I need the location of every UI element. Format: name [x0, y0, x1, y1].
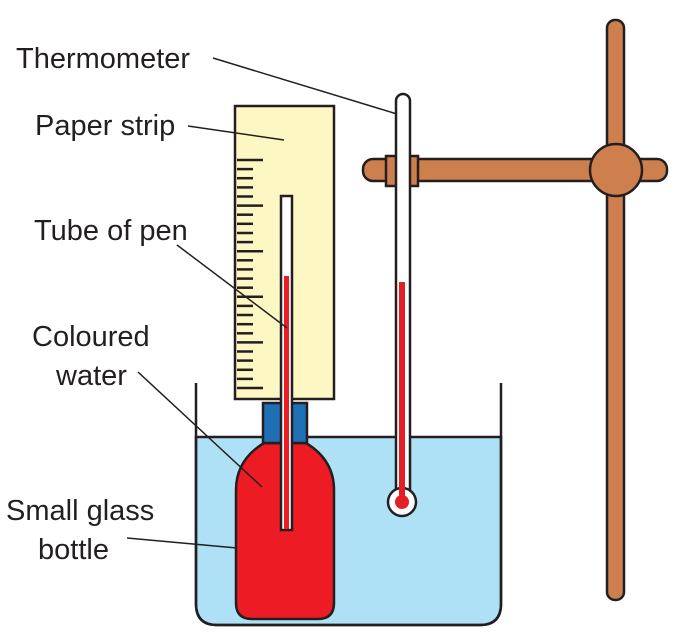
- coloured-water-label-line1: Coloured: [32, 321, 150, 353]
- stand-rod: [605, 18, 626, 602]
- paper-strip-leader: [187, 125, 285, 141]
- glass-bottle-leader: [126, 537, 238, 549]
- beaker-icon: [194, 383, 503, 627]
- paper-strip-scale: [237, 158, 263, 390]
- glass-bottle-label-line1: Small glass: [6, 495, 154, 527]
- paper-strip-label: Paper strip: [35, 110, 175, 142]
- thermometer-leader: [212, 57, 398, 115]
- pen-tube-leader: [176, 244, 288, 329]
- pen-tube-liquid: [284, 276, 289, 529]
- glass-bottle-label-line2: bottle: [38, 534, 109, 566]
- stand-boss-head: [588, 142, 644, 198]
- coloured-water-label-line2: water: [55, 360, 127, 392]
- pen-tube-label: Tube of pen: [34, 215, 188, 247]
- thermometer-liquid: [399, 282, 405, 502]
- coloured-water-leader: [137, 371, 263, 488]
- thermometer-label: Thermometer: [16, 43, 190, 75]
